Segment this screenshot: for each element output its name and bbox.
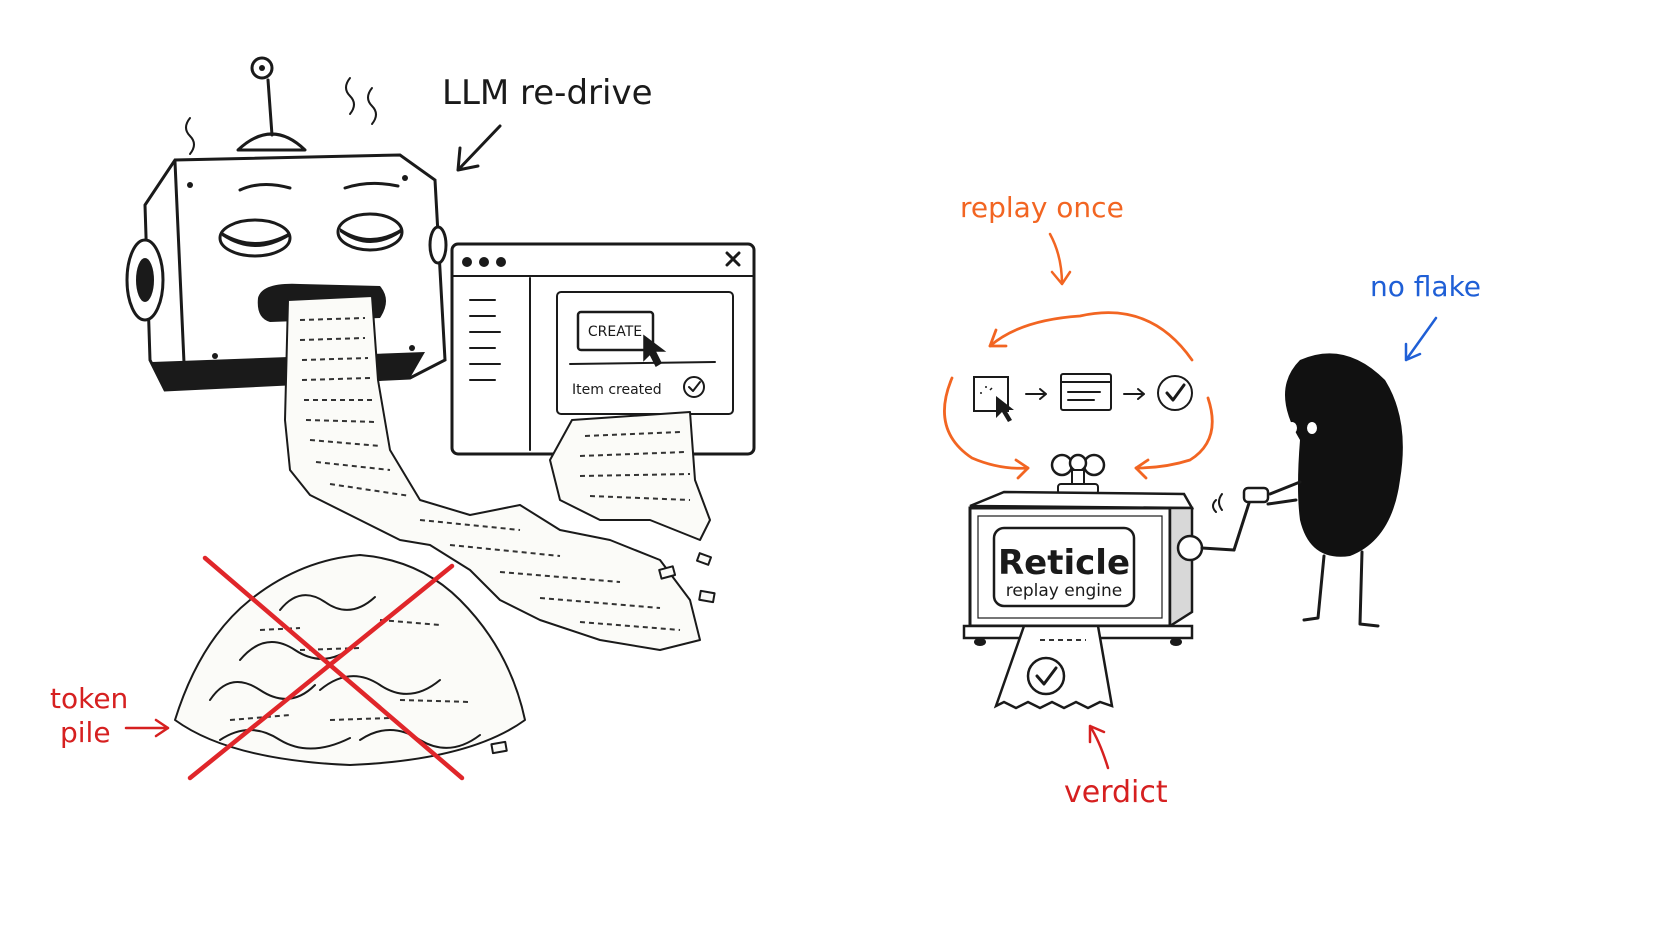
create-button (576, 310, 655, 352)
no-flake-arrow (1404, 316, 1438, 362)
mouse-cursor-icon (996, 396, 1014, 422)
browser-window-icon (450, 242, 756, 456)
checkmark-icon (1026, 656, 1066, 696)
replay-once-label: replay once (960, 191, 1124, 224)
mouse-cursor-icon (643, 334, 667, 368)
music-box-machine-icon (962, 453, 1270, 646)
replay-loop-arrows (943, 311, 1214, 480)
machine-subtitle: replay engine (1006, 581, 1122, 601)
replay-once-arrow (1048, 232, 1072, 286)
checkmark-icon (1157, 375, 1193, 411)
create-button-label: CREATE (588, 324, 642, 340)
token-pile-arrow (124, 718, 170, 738)
verdict-label: verdict (1064, 775, 1168, 810)
blob-character-icon (1266, 353, 1403, 628)
strike-x-mark (187, 555, 465, 781)
item-created-status: Item created (572, 382, 662, 398)
arrow-right-icon (1025, 388, 1047, 400)
llm-redrive-label: LLM re-drive (442, 73, 653, 113)
verdict-receipt (993, 624, 1114, 710)
token-pile-label-line1: token (50, 682, 128, 715)
machine-title: Reticle (998, 543, 1130, 583)
token-pile-label-line2: pile (60, 716, 111, 749)
checkmark-icon (683, 376, 705, 398)
llm-arrow (456, 124, 502, 172)
replay-steps (973, 373, 1193, 422)
arrow-right-icon (1123, 388, 1145, 400)
verdict-arrow (1088, 724, 1110, 770)
token-paper-stream (284, 295, 701, 651)
close-icon (725, 251, 741, 267)
no-flake-label: no flake (1370, 270, 1481, 303)
